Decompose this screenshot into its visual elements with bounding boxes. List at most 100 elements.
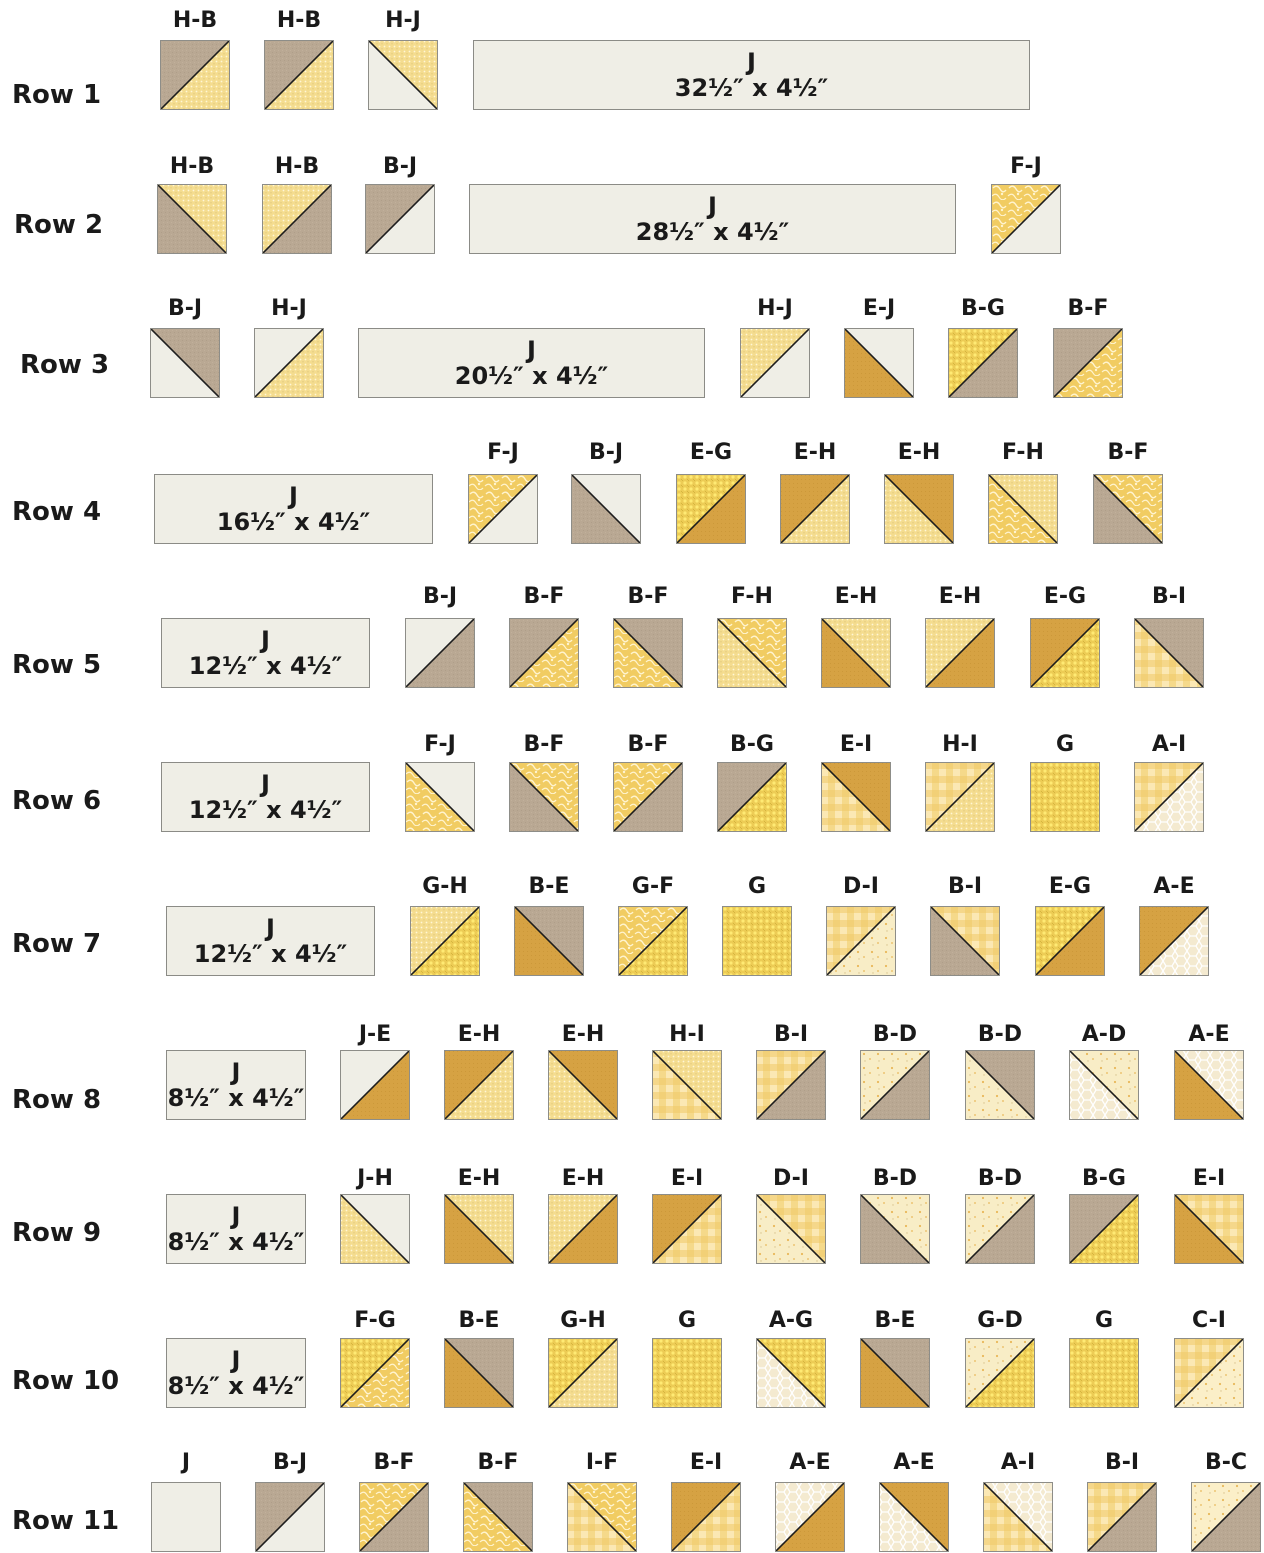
half-square-triangle-block [1069, 1194, 1139, 1264]
half-square-triangle-block [717, 618, 787, 688]
strip-fabric-label: J [747, 50, 756, 74]
strip-size-label: 12½″ x 4½″ [194, 942, 347, 966]
block-label: G-F [598, 874, 708, 899]
block-label: E-H [760, 440, 870, 465]
block-label: B-I [1114, 584, 1224, 609]
block-label: B-D [840, 1022, 950, 1047]
half-square-triangle-block [756, 1338, 826, 1408]
half-square-triangle-block [756, 1050, 826, 1120]
block-label: E-I [801, 732, 911, 757]
block-label: E-I [1154, 1166, 1264, 1191]
half-square-triangle-block [548, 1338, 618, 1408]
half-square-triangle-block [157, 184, 227, 254]
strip-size-label: 8½″ x 4½″ [168, 1374, 305, 1398]
block-label: E-I [651, 1450, 761, 1475]
block-label: B-J [130, 296, 240, 321]
fabric-square [722, 906, 792, 976]
block-label: A-E [755, 1450, 865, 1475]
block-label: A-D [1049, 1022, 1159, 1047]
half-square-triangle-block [991, 184, 1061, 254]
fabric-square [1030, 762, 1100, 832]
half-square-triangle-block [671, 1482, 741, 1552]
strip-size-label: 16½″ x 4½″ [217, 510, 370, 534]
row-label: Row 2 [14, 210, 103, 240]
half-square-triangle-block [925, 618, 995, 688]
block-label: A-E [859, 1450, 969, 1475]
half-square-triangle-block [740, 328, 810, 398]
half-square-triangle-block [405, 618, 475, 688]
half-square-triangle-block [1191, 1482, 1261, 1552]
solid-square-block [151, 1482, 221, 1552]
half-square-triangle-block [925, 762, 995, 832]
half-square-triangle-block [1030, 618, 1100, 688]
half-square-triangle-block [548, 1194, 618, 1264]
strip-fabric-label: J [261, 772, 270, 796]
row-label: Row 9 [12, 1218, 101, 1248]
half-square-triangle-block [948, 328, 1018, 398]
half-square-triangle-block [1134, 762, 1204, 832]
block-label: C-I [1154, 1308, 1264, 1333]
block-label: B-F [443, 1450, 553, 1475]
half-square-triangle-block [1093, 474, 1163, 544]
block-label: B-F [489, 732, 599, 757]
half-square-triangle-block [821, 618, 891, 688]
block-label: E-H [424, 1022, 534, 1047]
half-square-triangle-block [780, 474, 850, 544]
half-square-triangle-block [756, 1194, 826, 1264]
half-square-triangle-block [821, 762, 891, 832]
block-label: H-I [905, 732, 1015, 757]
strip-fabric-label: J [232, 1204, 241, 1228]
fabric-strip: J12½″ x 4½″ [166, 906, 375, 976]
block-label: H-J [234, 296, 344, 321]
block-label: H-B [242, 154, 352, 179]
half-square-triangle-block [359, 1482, 429, 1552]
half-square-triangle-block [463, 1482, 533, 1552]
half-square-triangle-block [1087, 1482, 1157, 1552]
half-square-triangle-block [965, 1050, 1035, 1120]
block-label: B-F [593, 732, 703, 757]
block-label: E-G [1015, 874, 1125, 899]
block-label: E-J [824, 296, 934, 321]
fabric-strip: J8½″ x 4½″ [166, 1338, 306, 1408]
block-label: A-E [1154, 1022, 1264, 1047]
half-square-triangle-block [879, 1482, 949, 1552]
block-label: E-H [528, 1166, 638, 1191]
half-square-triangle-block [717, 762, 787, 832]
half-square-triangle-block [150, 328, 220, 398]
half-square-triangle-block [548, 1050, 618, 1120]
solid-square-block [1069, 1338, 1139, 1408]
half-square-triangle-block [860, 1194, 930, 1264]
block-label: E-G [656, 440, 766, 465]
half-square-triangle-block [860, 1050, 930, 1120]
half-square-triangle-block [1174, 1050, 1244, 1120]
half-square-triangle-block [983, 1482, 1053, 1552]
half-square-triangle-block [405, 762, 475, 832]
strip-size-label: 28½″ x 4½″ [636, 220, 789, 244]
half-square-triangle-block [262, 184, 332, 254]
block-label: G-H [528, 1308, 638, 1333]
block-label: A-G [736, 1308, 846, 1333]
half-square-triangle-block [340, 1338, 410, 1408]
block-label: H-B [137, 154, 247, 179]
block-label: F-H [968, 440, 1078, 465]
strip-size-label: 8½″ x 4½″ [168, 1086, 305, 1110]
block-label: F-H [697, 584, 807, 609]
half-square-triangle-block [826, 906, 896, 976]
block-label: D-I [806, 874, 916, 899]
half-square-triangle-block [509, 762, 579, 832]
strip-size-label: 8½″ x 4½″ [168, 1230, 305, 1254]
half-square-triangle-block [254, 328, 324, 398]
solid-square-block [652, 1338, 722, 1408]
half-square-triangle-block [676, 474, 746, 544]
strip-fabric-label: J [266, 916, 275, 940]
row-label: Row 3 [20, 350, 109, 380]
block-label: F-J [971, 154, 1081, 179]
block-label: G [632, 1308, 742, 1333]
half-square-triangle-block [618, 906, 688, 976]
half-square-triangle-block [1134, 618, 1204, 688]
block-label: J-E [320, 1022, 430, 1047]
block-label: A-E [1119, 874, 1229, 899]
